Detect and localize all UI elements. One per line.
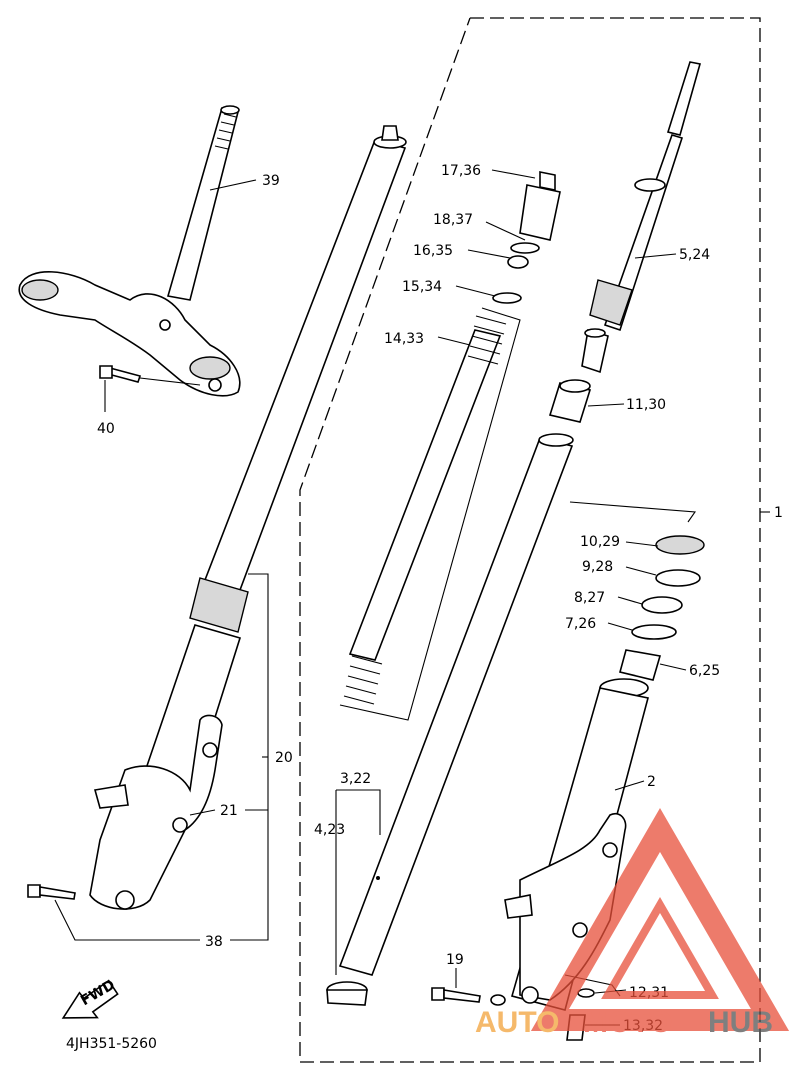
leader-lines-20-21 bbox=[189, 573, 269, 941]
label-1: 1 bbox=[774, 505, 783, 521]
inner-tube bbox=[338, 433, 574, 976]
label-9-28: 9,28 bbox=[582, 559, 613, 575]
catalog-code: 4JH351-5260 bbox=[66, 1036, 157, 1052]
watermark-logo: AUTO MOTO HUB bbox=[475, 808, 790, 1039]
label-6-25: 6,25 bbox=[689, 663, 720, 679]
assembly-boundary bbox=[299, 17, 770, 1063]
label-18-37: 18,37 bbox=[433, 212, 473, 228]
bolt-38 bbox=[27, 884, 200, 941]
label-3-22: 3,22 bbox=[340, 771, 371, 787]
steering-stem bbox=[18, 105, 241, 397]
label-16-35: 16,35 bbox=[413, 243, 453, 259]
slide-metal bbox=[326, 981, 368, 1006]
label-15-34: 15,34 bbox=[402, 279, 442, 295]
label-7-26: 7,26 bbox=[565, 616, 596, 632]
label-8-27: 8,27 bbox=[574, 590, 605, 606]
label-2: 2 bbox=[647, 774, 656, 790]
seal-stack bbox=[569, 501, 705, 681]
label-5-24: 5,24 bbox=[679, 247, 710, 263]
watermark-text-hub: HUB bbox=[708, 1006, 773, 1039]
damper-rod bbox=[581, 61, 702, 374]
label-4-23: 4,23 bbox=[314, 822, 345, 838]
label-20: 20 bbox=[275, 750, 293, 766]
watermark-text-auto: AUTO bbox=[475, 1006, 559, 1039]
fwd-arrow-icon: FWD bbox=[61, 977, 119, 1019]
label-39: 39 bbox=[262, 173, 280, 189]
label-21: 21 bbox=[220, 803, 238, 819]
label-38: 38 bbox=[205, 934, 223, 950]
left-fork-assembly bbox=[89, 125, 407, 910]
outer-tube bbox=[504, 678, 649, 1011]
label-19: 19 bbox=[446, 952, 464, 968]
label-17-36: 17,36 bbox=[441, 163, 481, 179]
oil-lock-piece bbox=[548, 379, 592, 423]
leader-lines bbox=[209, 169, 687, 1026]
label-11-30: 11,30 bbox=[626, 397, 666, 413]
label-10-29: 10,29 bbox=[580, 534, 620, 550]
watermark-text-moto: MOTO bbox=[583, 1006, 672, 1039]
fork-spring bbox=[339, 307, 521, 721]
label-14-33: 14,33 bbox=[384, 331, 424, 347]
cap-bolt-stack bbox=[492, 171, 561, 304]
bolt-40 bbox=[99, 365, 201, 412]
label-40: 40 bbox=[97, 421, 115, 437]
